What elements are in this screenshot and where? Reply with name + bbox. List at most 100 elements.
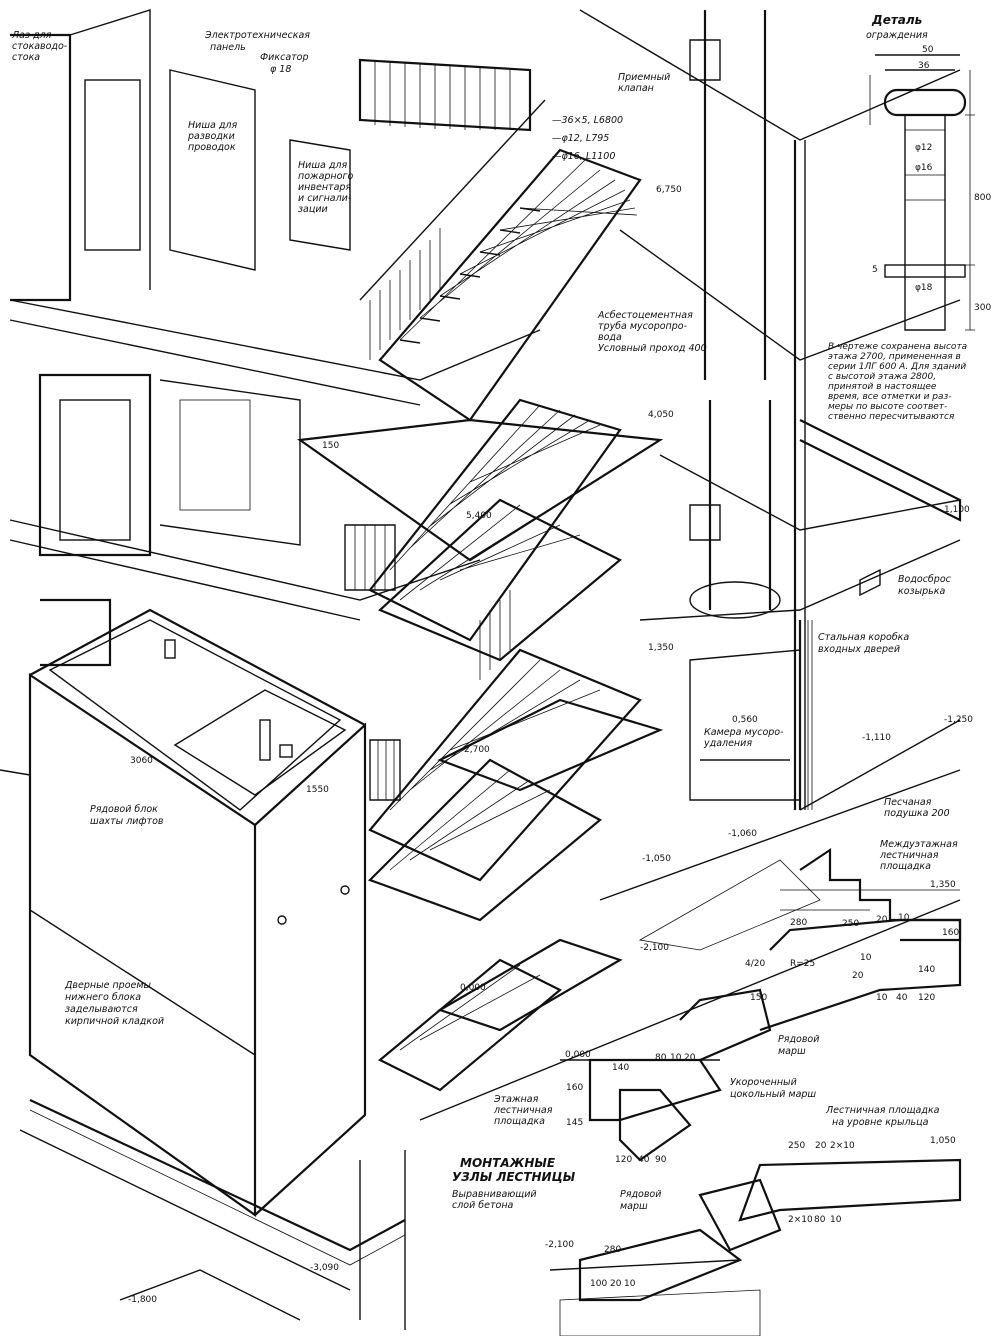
node-dim-10f: 10	[624, 1279, 636, 1289]
node-dim-40: 40	[896, 993, 908, 1003]
label-asbest-line-4: Условный проход 400	[598, 343, 707, 354]
label-dvernye-line-1: Дверные проемы	[64, 980, 152, 991]
node-dim-90: 90	[655, 1155, 667, 1165]
label-ploshchadka-krysha-line-1: Лестничная площадка	[825, 1105, 940, 1116]
node-elev-1350: 1,350	[930, 880, 956, 890]
elev-m1250: -1,250	[944, 715, 973, 725]
label-laz-line-1: Лаз для	[11, 30, 52, 41]
elev-1100: 1,100	[944, 505, 970, 515]
label-vodosbros: Водосброс козырька	[898, 574, 952, 597]
note-line-4: с высотой этажа 2800,	[828, 372, 936, 382]
node-dim-10a: 10	[898, 913, 910, 923]
label-mezhduetazh-line-3: площадка	[880, 861, 931, 872]
label-detal-line-1: Деталь	[871, 13, 922, 27]
label-vodosbros-line-1: Водосброс	[898, 574, 952, 585]
node-dim-20b: 20	[852, 971, 864, 981]
dim-3060: 3060	[130, 756, 153, 766]
node-dim-145: 145	[566, 1118, 583, 1128]
label-priemny: Приемный клапан	[618, 72, 670, 94]
label-nisha-pozhar-line-4: и сигнали-	[298, 193, 352, 204]
label-nisha-pozhar-line-3: инвентаря	[298, 182, 351, 193]
label-detal-line-2: ограждения	[866, 30, 928, 41]
label-nisha-pozhar-line-2: пожарного	[298, 171, 353, 182]
node-dim-100: 100	[590, 1279, 607, 1289]
label-peschanaya-line-1: Песчаная	[884, 797, 932, 808]
label-stalnaya-line-1: Стальная коробка	[818, 632, 909, 643]
node-dim-10c: 10	[876, 993, 888, 1003]
label-rail-spec-line-1: —36×5, L6800	[552, 115, 623, 126]
label-dvernye-line-2: нижнего блока	[65, 992, 141, 1003]
label-ukorochenny-line-1: Укороченный	[730, 1077, 797, 1088]
elev-6750: 6,750	[656, 185, 682, 195]
label-laz-line-4: стока	[12, 52, 40, 63]
label-ryadovoy-marsh-a: Рядовой марш	[778, 1034, 819, 1057]
label-rail-spec: —36×5, L6800 —φ12, L795 —φ16, L1100	[552, 115, 623, 162]
node-dim-20a: 20	[876, 915, 888, 925]
label-rail-spec-line-3: —φ16, L1100	[552, 151, 615, 162]
label-asbest-line-2: труба мусоропро-	[598, 321, 688, 332]
note-line-1: В чертеже сохранена высота	[828, 342, 967, 352]
elev-0560: 0,560	[732, 715, 758, 725]
label-priemny-line-1: Приемный	[618, 72, 670, 83]
label-nisha-provodok-line-1: Ниша для	[188, 120, 237, 131]
label-ryadovoy-marsh-b-line-1: Рядовой	[620, 1189, 661, 1200]
label-etazhnaya-line-3: площадка	[494, 1116, 545, 1127]
label-ryadovoy-blok-line-1: Рядовой блок	[90, 804, 158, 815]
label-ryadovoy-blok-line-2: шахты лифтов	[90, 816, 164, 827]
node-dim-20d: 20	[815, 1141, 827, 1151]
node-dim-150: 150	[750, 993, 767, 1003]
note-line-7: меры по высоте соответ-	[828, 402, 947, 412]
label-ukorochenny: Укороченный цокольный марш	[730, 1077, 816, 1100]
label-dvernye-line-3: заделываются	[65, 1004, 138, 1015]
node-dim-20c: 20	[684, 1053, 696, 1063]
elev-2700: 2,700	[464, 745, 490, 755]
elev-5400: 5,400	[466, 511, 492, 521]
note-line-8: ственно пересчитываются	[828, 412, 955, 422]
label-ploshchadka-krysha: Лестничная площадка на уровне крыльца	[825, 1105, 940, 1128]
label-vyravn-line-2: слой бетона	[452, 1200, 514, 1211]
note-line-6: время, все отметки и раз-	[828, 392, 952, 402]
node-dim-250b: 250	[788, 1141, 805, 1151]
label-elektro: Электротехническая панель	[204, 30, 310, 53]
elev-m1800: -1,800	[128, 1295, 157, 1305]
node-dim-140b: 140	[612, 1063, 629, 1073]
detail-dim-phi16: φ16	[915, 163, 933, 173]
node-dim-80b: 80	[814, 1215, 826, 1225]
label-kamera-line-1: Камера мусоро-	[704, 727, 784, 738]
label-ryadovoy-marsh-b-line-2: марш	[620, 1201, 648, 1212]
label-nisha-provodok: Ниша для разводки проводок	[187, 120, 237, 153]
elevation-marks: 6,750 5,400 4,050 2,700 1,350 0,000 1,10…	[128, 185, 973, 1305]
label-laz: Лаз для стока водо- стока	[11, 30, 68, 63]
detail-dim-50: 50	[922, 45, 934, 55]
label-dvernye-line-4: кирпичной кладкой	[65, 1016, 164, 1027]
node-dim-10d: 10	[670, 1053, 682, 1063]
building-structure	[0, 9, 962, 811]
node-dim-160b: 160	[566, 1083, 583, 1093]
label-elektro-line-1: Электротехническая	[204, 30, 310, 41]
node-dim-280a: 280	[790, 918, 807, 928]
label-ryadovoy-marsh-b: Рядовой марш	[620, 1189, 661, 1212]
node-dim-120a: 120	[918, 993, 935, 1003]
node-dim-80a: 80	[655, 1053, 667, 1063]
label-fiksator-line-1: Фиксатор	[260, 52, 309, 63]
node-dim-280b: 280	[604, 1245, 621, 1255]
elev-1350: 1,350	[648, 643, 674, 653]
label-mezhduetazh: Междуэтажная лестничная площадка	[879, 839, 958, 872]
label-mezhduetazh-line-1: Междуэтажная	[880, 839, 958, 850]
label-montazhnye-line-2: УЗЛЫ ЛЕСТНИЦЫ	[452, 1170, 576, 1184]
note-line-2: этажа 2700, примененная в	[828, 352, 961, 362]
node-dim-20e: 20	[610, 1279, 622, 1289]
detail-dim-phi12: φ12	[915, 143, 932, 153]
detail-dim-800: 800	[974, 193, 991, 203]
label-priemny-line-2: клапан	[618, 83, 654, 94]
node-dim-2x10a: 2×10	[830, 1141, 855, 1151]
label-dvernye: Дверные проемы нижнего блока заделываютс…	[64, 980, 164, 1027]
detail-dim-36: 36	[918, 61, 930, 71]
label-vodosbros-line-2: козырька	[898, 586, 945, 597]
label-ryadovoy-marsh-a-line-1: Рядовой	[778, 1034, 819, 1045]
label-nisha-pozhar-line-5: зации	[298, 204, 328, 215]
node-dim-2x10b: 2×10	[788, 1215, 813, 1225]
elev-m2100: -2,100	[640, 943, 669, 953]
elev-0000: 0,000	[460, 983, 486, 993]
